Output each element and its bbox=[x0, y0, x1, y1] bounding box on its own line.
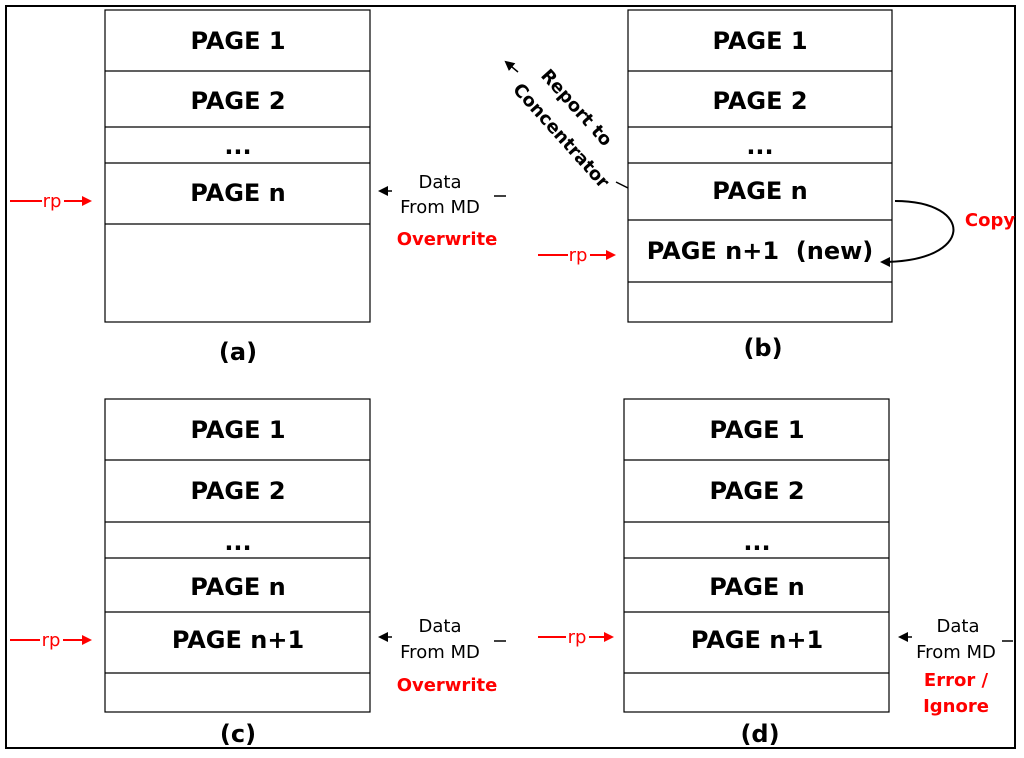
panel-c-overwrite-label: Overwrite bbox=[397, 675, 498, 696]
panel-b-row-ellipsis: ... bbox=[746, 132, 773, 160]
panel-c-data-label: Data bbox=[419, 616, 462, 637]
panel-a: PAGE 1 PAGE 2 ... PAGE n rp Data From MD… bbox=[10, 9, 506, 366]
panel-a-row-1: PAGE 1 bbox=[190, 27, 285, 55]
panel-b-copy-arrow bbox=[880, 200, 955, 267]
panel-a-stack bbox=[104, 9, 371, 323]
panel-d-error-label: Error / bbox=[924, 670, 989, 691]
panel-d-from-md-label: From MD bbox=[916, 642, 996, 663]
panel-d-data-label: Data bbox=[937, 616, 980, 637]
panel-d-rp-label: rp bbox=[568, 627, 587, 648]
panel-b-row-n: PAGE n bbox=[712, 177, 808, 205]
panel-b: PAGE 1 PAGE 2 ... PAGE n PAGE n+1 (new) … bbox=[504, 9, 1015, 362]
panel-b-rp-label: rp bbox=[569, 245, 588, 266]
panel-b-caption: (b) bbox=[743, 334, 782, 362]
panel-c-stack bbox=[104, 398, 371, 713]
panel-a-from-md-label: From MD bbox=[400, 197, 480, 218]
panel-c-from-md-label: From MD bbox=[400, 642, 480, 663]
panel-c-row-2: PAGE 2 bbox=[190, 477, 285, 505]
panel-a-row-n: PAGE n bbox=[190, 179, 286, 207]
panel-b-report-arrow bbox=[504, 60, 519, 73]
panel-b-stack bbox=[627, 9, 893, 323]
panel-d-row-2: PAGE 2 bbox=[709, 477, 804, 505]
panel-a-rp-label: rp bbox=[43, 191, 62, 212]
panel-c-caption: (c) bbox=[220, 720, 256, 748]
panel-d-stack bbox=[623, 398, 890, 713]
panel-c-row-1: PAGE 1 bbox=[190, 416, 285, 444]
panel-c-rp-label: rp bbox=[42, 630, 61, 651]
panel-a-caption: (a) bbox=[219, 338, 257, 366]
panel-a-row-ellipsis: ... bbox=[224, 132, 251, 160]
panel-d-row-1: PAGE 1 bbox=[709, 416, 804, 444]
panel-a-overwrite-label: Overwrite bbox=[397, 229, 498, 250]
panel-c-row-n-plus-1: PAGE n+1 bbox=[172, 626, 304, 654]
panel-a-row-2: PAGE 2 bbox=[190, 87, 285, 115]
panel-d-row-n: PAGE n bbox=[709, 573, 805, 601]
panel-d: PAGE 1 PAGE 2 ... PAGE n PAGE n+1 rp Dat… bbox=[538, 398, 1013, 748]
panel-b-copy-label: Copy bbox=[965, 210, 1015, 231]
panel-a-data-label: Data bbox=[419, 172, 462, 193]
panel-c-row-n: PAGE n bbox=[190, 573, 286, 601]
panel-b-row-2: PAGE 2 bbox=[712, 87, 807, 115]
panel-d-caption: (d) bbox=[740, 720, 779, 748]
panel-b-row-n-plus-1-new: PAGE n+1 (new) bbox=[647, 237, 874, 265]
panel-c-row-ellipsis: ... bbox=[224, 528, 251, 556]
diagram-frame bbox=[5, 5, 1016, 749]
panel-c: PAGE 1 PAGE 2 ... PAGE n PAGE n+1 rp Dat… bbox=[10, 398, 506, 748]
panel-b-row-1: PAGE 1 bbox=[712, 27, 807, 55]
panel-d-ignore-label: Ignore bbox=[923, 696, 989, 717]
panel-d-row-n-plus-1: PAGE n+1 bbox=[691, 626, 823, 654]
panel-d-row-ellipsis: ... bbox=[743, 528, 770, 556]
